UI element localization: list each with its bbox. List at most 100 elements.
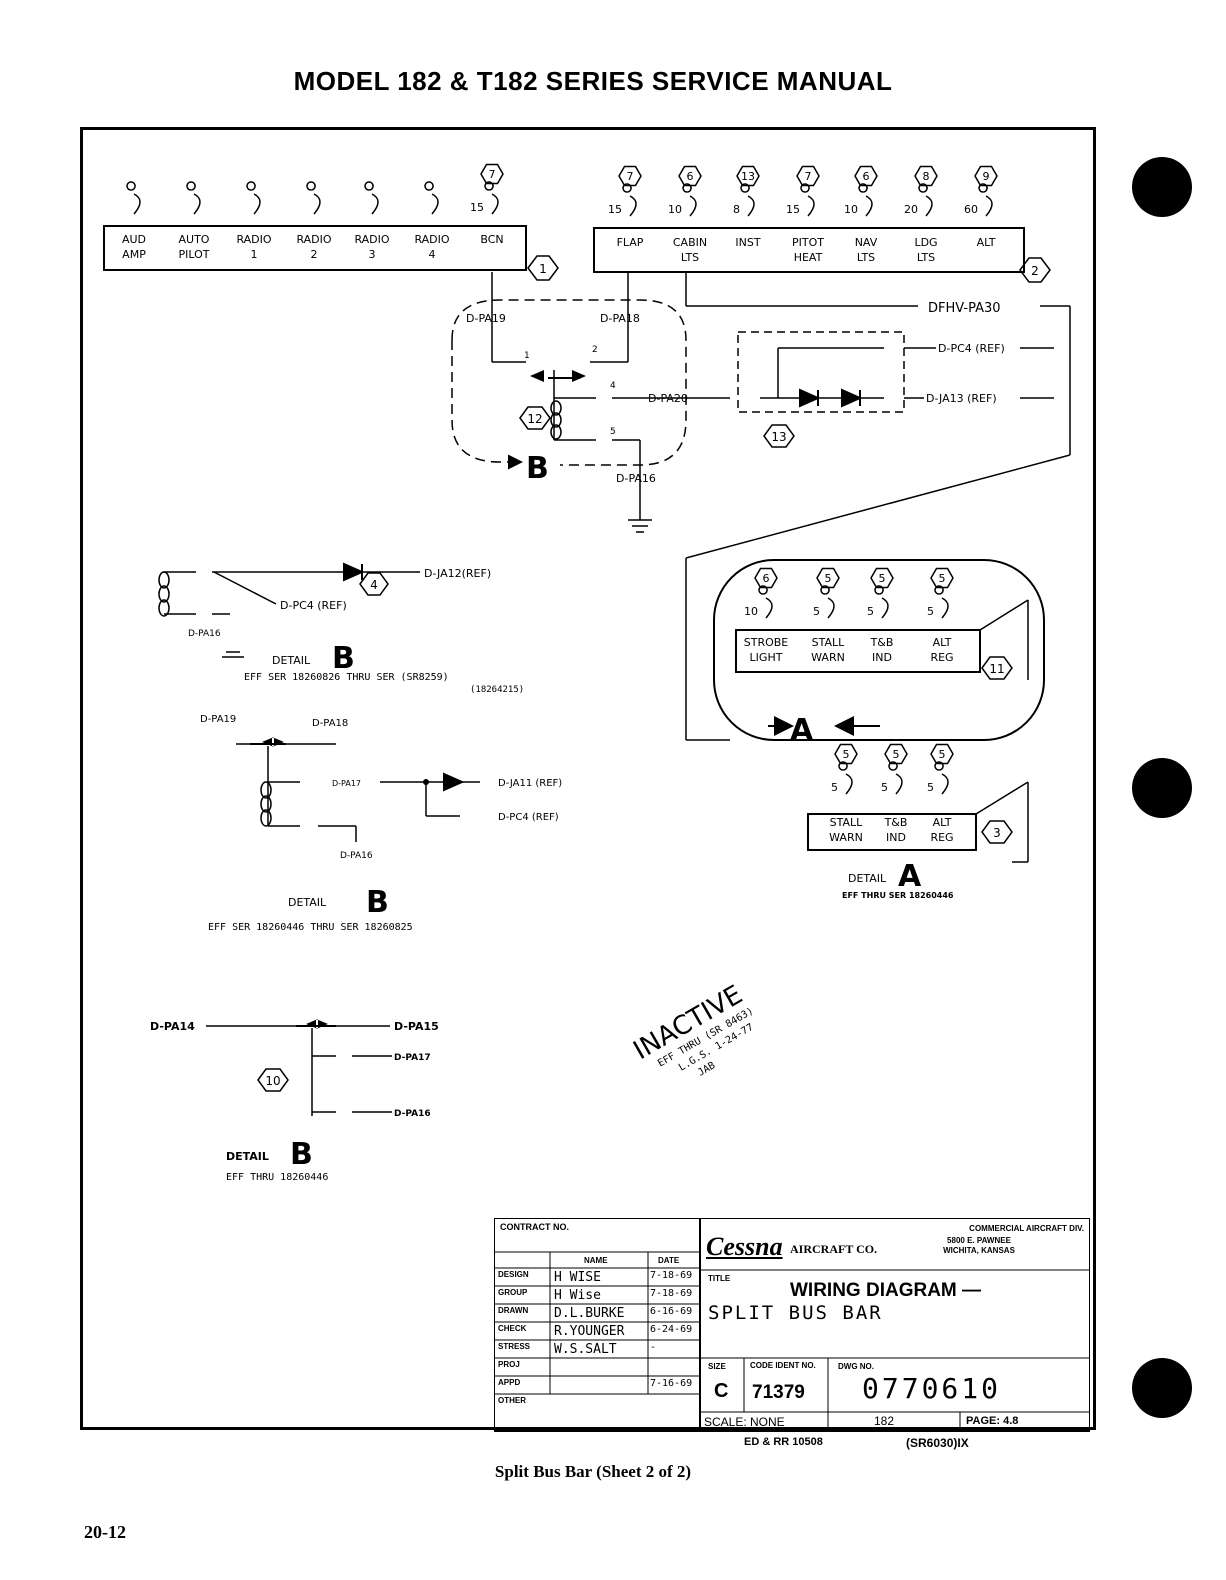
bus1-label-2-1: 1 [251,248,258,261]
detail-b1-ja12: D-JA12(REF) [424,567,491,580]
detail-b3-pa15: D-PA15 [394,1020,439,1033]
detA-rating-2: 5 [927,781,934,794]
bus1-label-3-1: 2 [311,248,318,261]
detail-b2-pc4: D-PC4 (REF) [498,812,559,823]
size-value: C [714,1380,729,1402]
detA-top-rating-1: 5 [813,605,820,618]
bus2-breaker-4 [858,183,873,217]
detA-callout-2-text: 5 [939,748,946,761]
detail-b2-pa19: D-PA19 [200,714,236,725]
detail-b2-ja11: D-JA11 (REF) [498,778,562,789]
wire-label-pc4: D-PC4 (REF) [938,342,1005,355]
detail-b3-callout-text: 10 [265,1074,280,1088]
page-number: 20-12 [84,1522,126,1542]
detail-b1-eff2: (18264215) [470,685,524,695]
bus-bar-2-box [593,227,1025,273]
page-ref: PAGE: 4.8 [966,1415,1019,1427]
tb-role-0: DESIGN [498,1270,529,1279]
tb-name-1: H Wise [554,1288,601,1303]
detail-b3-label: DETAIL [226,1150,269,1163]
bus1-label-0-1: AMP [122,248,146,261]
bus2-callout-5-text: 8 [923,170,930,183]
main-wiring [451,272,1071,741]
scale: SCALE: NONE [704,1415,785,1429]
bus2-callout-1-text: 6 [687,170,694,183]
detA-top-label-1-1: WARN [811,651,845,664]
detail-b2-label: DETAIL [288,896,327,909]
page-title: MODEL 182 & T182 SERIES SERVICE MANUAL [293,66,893,96]
detail-a-letter: A [898,859,922,894]
bus1-rating-6: 15 [470,201,484,214]
detA-top-label-3-1: REG [930,651,953,664]
bus2-callout-2-text: 13 [741,170,755,183]
detail-b3-wiring [206,1025,392,1116]
detail-b3-pa17: D-PA17 [394,1053,431,1063]
detA-top-breaker-0 [758,585,773,619]
sr-ref: (SR6030)IX [906,1436,969,1450]
bus2-callout-5 [914,165,938,187]
bus1-label-3-0: RADIO [296,233,331,246]
bus2-callout-3 [796,165,820,187]
detA-label-0-0: STALL [830,816,864,829]
detail-b3-callout: 10 [257,1068,289,1092]
bus2-label-6-0: ALT [977,236,996,249]
tb-col-date: DATE [658,1256,680,1265]
detA-top-rating-2: 5 [867,605,874,618]
tb-date-6: 7-16-69 [650,1378,693,1389]
bus2-callout-0 [618,165,642,187]
bus1-label-2-0: RADIO [236,233,271,246]
bus2-breaker-1 [682,183,697,217]
detail-b1-pc4: D-PC4 (REF) [280,599,347,612]
bus2-label-1-1: LTS [681,251,699,264]
bus2-label-4-0: NAV [855,236,878,249]
dwg-number: 0770610 [862,1372,1002,1405]
detail-b1-letter: B [332,641,355,676]
detA-label-2-0: ALT [933,816,952,829]
detail-a-eff: EFF THRU SER 18260446 [842,891,954,900]
detA-callout-0 [834,743,858,765]
bus1-label-1-1: PILOT [179,248,210,261]
bus2-label-3-0: PITOT [792,236,824,249]
bus2-label-5-0: LDG [914,236,937,249]
wire-label-pa18: D-PA18 [600,312,640,325]
detA-top-label-3-0: ALT [933,636,952,649]
detA-top-callout-2-text: 5 [879,572,886,585]
detail-b2-diode [443,772,465,792]
bus1-label-5-0: RADIO [414,233,449,246]
detA-top-callout-0-text: 6 [763,572,770,585]
bus2-rating-3: 15 [786,203,800,216]
detail-b1-callout: 4 [359,572,389,596]
bus1-breaker-0 [126,181,141,215]
detA-top-callout-0 [754,567,778,589]
detail-a-box [807,813,977,851]
detail-b1-diode [343,562,365,582]
diode-2 [841,388,863,408]
detA-callout-2 [930,743,954,765]
relay-callout: 12 [519,406,551,430]
division: COMMERCIAL AIRCRAFT DIV. [969,1224,1084,1233]
bus2-label-4-1: LTS [857,251,875,264]
detail-b1-pa16: D-PA16 [188,629,221,639]
figure-caption: Split Bus Bar (Sheet 2 of 2) [494,1462,692,1481]
pin-4: 4 [610,381,616,391]
detA-top-label-0-1: LIGHT [750,651,783,664]
bus2-label-0-0: FLAP [617,236,644,249]
detA-top-label-0-0: STROBE [744,636,789,649]
bus2-callout-text: 2 [1031,264,1039,278]
detA-top-callout-2 [870,567,894,589]
detail-b3-letter: B [290,1137,313,1172]
diode-1 [799,388,821,408]
code-value: 71379 [752,1382,805,1403]
bus2-rating-1: 10 [668,203,682,216]
bus2-label-1-0: CABIN [673,236,707,249]
detA-breaker-1 [888,761,903,795]
detA-top-breaker-3 [934,585,949,619]
tb-date-0: 7-18-69 [650,1270,693,1281]
bus2-rating-2: 8 [733,203,740,216]
tb-name-2: D.L.BURKE [554,1306,625,1321]
title-label: TITLE [708,1274,731,1283]
tb-role-1: GROUP [498,1288,528,1297]
detail-b2-eff: EFF SER 18260446 THRU SER 18260825 [208,922,413,933]
bus2-rating-5: 20 [904,203,918,216]
detail-a-label: DETAIL [848,872,887,885]
